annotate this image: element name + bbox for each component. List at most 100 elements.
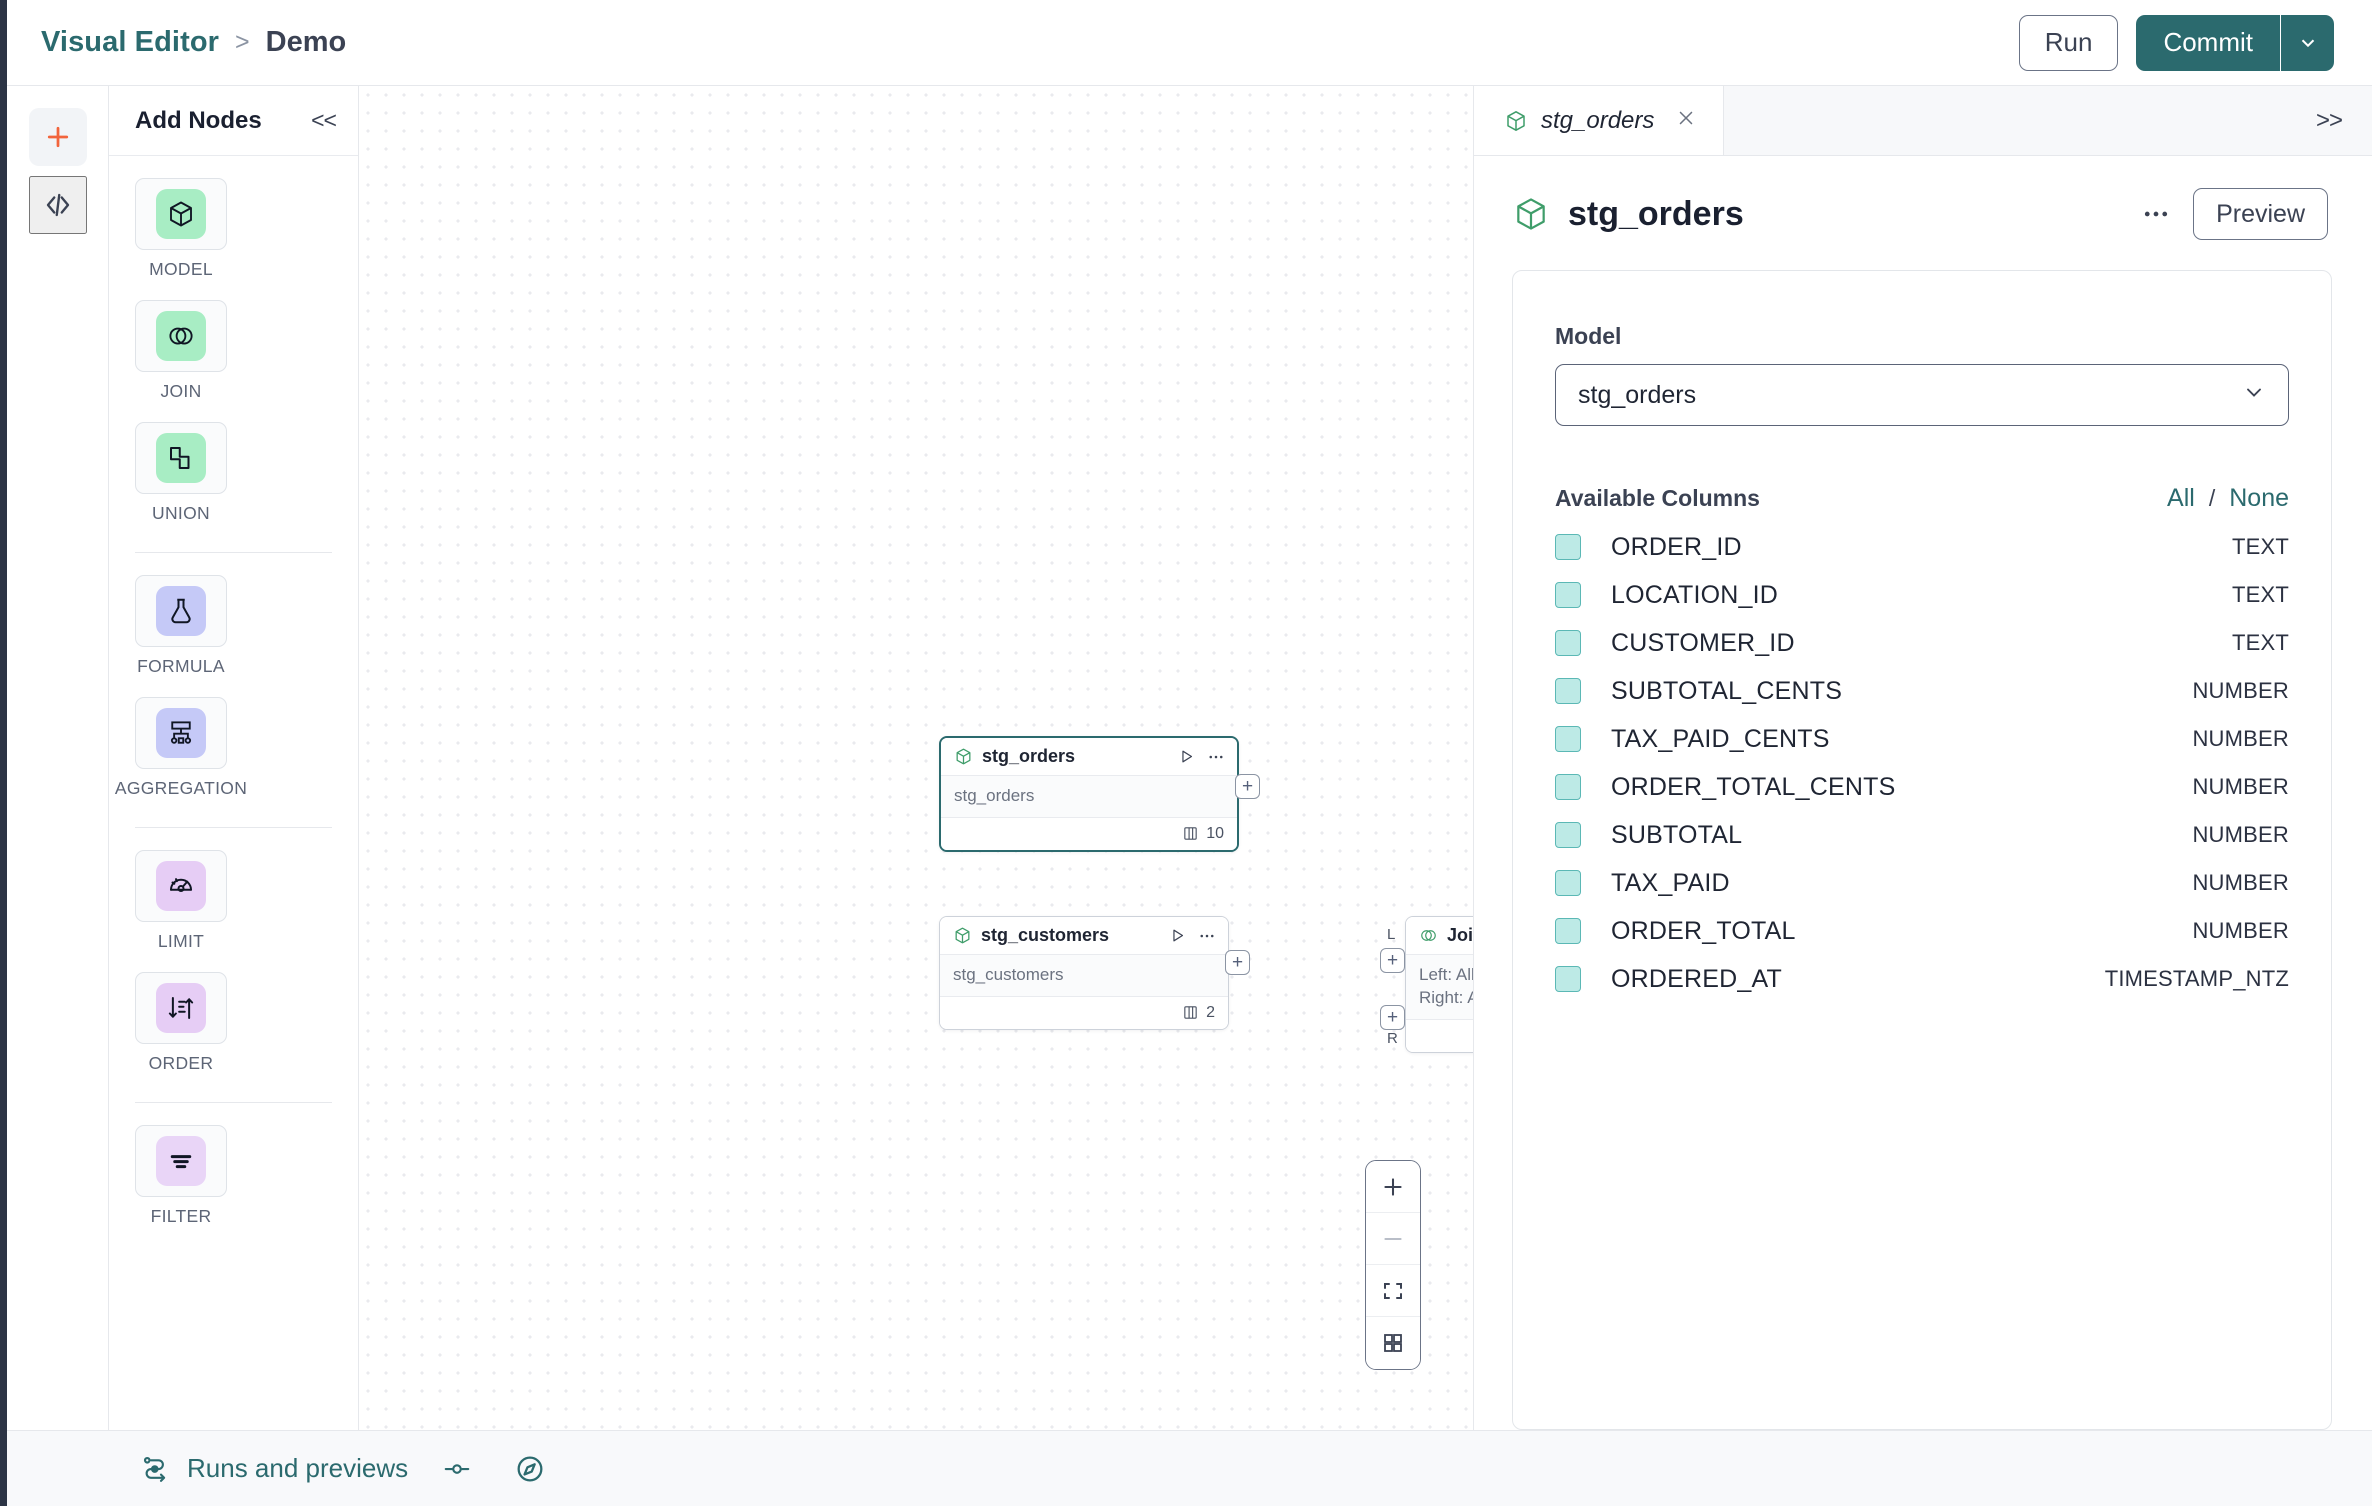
node-swatch bbox=[156, 1136, 206, 1186]
flow-node-actions bbox=[1169, 927, 1216, 945]
add-node-rail-button[interactable] bbox=[29, 108, 87, 166]
flow-handle-join-right-input[interactable]: + bbox=[1380, 1005, 1405, 1030]
compass-icon bbox=[514, 1453, 546, 1485]
model-select[interactable]: stg_orders bbox=[1555, 364, 2289, 426]
column-row[interactable]: TAX_PAID NUMBER bbox=[1555, 859, 2289, 907]
select-none-columns-link[interactable]: None bbox=[2229, 484, 2289, 513]
column-checkbox[interactable] bbox=[1555, 726, 1581, 752]
tabstrip-spacer bbox=[1724, 86, 2286, 155]
explore-compass-button[interactable] bbox=[506, 1453, 554, 1485]
runs-and-previews-button[interactable]: Runs and previews bbox=[141, 1453, 408, 1484]
flow-handle-join-left-input[interactable]: + bbox=[1380, 948, 1405, 973]
flow-node-body: Left: All columns Right: All columns bbox=[1406, 955, 1474, 1020]
ellipsis-icon[interactable] bbox=[1207, 748, 1225, 766]
column-type: TEXT bbox=[2232, 534, 2289, 560]
commit-button-group: Commit bbox=[2136, 15, 2334, 71]
top-bar-actions: Run Commit bbox=[2019, 15, 2334, 71]
node-palette-item-formula[interactable]: FORMULA bbox=[135, 575, 227, 677]
column-checkbox[interactable] bbox=[1555, 774, 1581, 800]
node-palette-item-model[interactable]: MODEL bbox=[135, 178, 227, 280]
flow-canvas[interactable]: stg_orders stg_orders 10 + stg_custome bbox=[359, 86, 1474, 1430]
column-checkbox[interactable] bbox=[1555, 918, 1581, 944]
column-checkbox[interactable] bbox=[1555, 870, 1581, 896]
column-row[interactable]: ORDER_ID TEXT bbox=[1555, 523, 2289, 571]
column-checkbox[interactable] bbox=[1555, 678, 1581, 704]
column-checkbox[interactable] bbox=[1555, 534, 1581, 560]
flow-node-header: Join 1 bbox=[1406, 917, 1474, 955]
column-row[interactable]: ORDER_TOTAL NUMBER bbox=[1555, 907, 2289, 955]
select-all-columns-link[interactable]: All bbox=[2167, 484, 2195, 513]
play-icon[interactable] bbox=[1178, 748, 1195, 765]
column-row[interactable]: ORDER_TOTAL_CENTS NUMBER bbox=[1555, 763, 2289, 811]
tab-label: stg_orders bbox=[1541, 107, 1654, 135]
node-palette-label: ORDER bbox=[149, 1053, 214, 1074]
ellipsis-icon bbox=[2141, 199, 2171, 229]
column-row[interactable]: SUBTOTAL NUMBER bbox=[1555, 811, 2289, 859]
column-row[interactable]: ORDERED_AT TIMESTAMP_NTZ bbox=[1555, 955, 2289, 1003]
commit-button[interactable]: Commit bbox=[2136, 15, 2280, 71]
column-row[interactable]: CUSTOMER_ID TEXT bbox=[1555, 619, 2289, 667]
flow-handle-orders-output[interactable]: + bbox=[1235, 774, 1260, 799]
column-type: TIMESTAMP_NTZ bbox=[2105, 966, 2289, 992]
select-separator: / bbox=[2209, 485, 2215, 512]
tab-stg-orders[interactable]: stg_orders bbox=[1474, 86, 1724, 155]
flow-node-title: Join 1 bbox=[1447, 925, 1474, 946]
node-palette-item-limit[interactable]: LIMIT bbox=[135, 850, 227, 952]
column-name: CUSTOMER_ID bbox=[1611, 629, 1795, 658]
node-tile bbox=[135, 575, 227, 647]
column-checkbox[interactable] bbox=[1555, 822, 1581, 848]
flow-node-join-1[interactable]: Join 1 Left: All columns Right: All colu… bbox=[1405, 916, 1474, 1053]
node-palette-item-filter[interactable]: FILTER bbox=[135, 1125, 227, 1227]
column-checkbox[interactable] bbox=[1555, 582, 1581, 608]
flow-node-actions bbox=[1178, 748, 1225, 766]
zoom-in-icon bbox=[1380, 1174, 1406, 1200]
zoom-out-button[interactable] bbox=[1366, 1213, 1420, 1265]
flow-node-footer: 12 bbox=[1406, 1020, 1474, 1052]
column-checkbox[interactable] bbox=[1555, 630, 1581, 656]
flow-node-footer: 2 bbox=[940, 997, 1228, 1029]
runs-toggle-button[interactable] bbox=[434, 1454, 480, 1484]
column-row[interactable]: TAX_PAID_CENTS NUMBER bbox=[1555, 715, 2289, 763]
minimap-toggle-button[interactable] bbox=[1366, 1317, 1420, 1369]
column-name: ORDER_TOTAL bbox=[1611, 917, 1796, 946]
inspector-card: Model stg_orders Available Columns All /… bbox=[1512, 270, 2332, 1430]
node-palette-item-aggregation[interactable]: AGGREGATION bbox=[135, 697, 227, 799]
fit-view-button[interactable] bbox=[1366, 1265, 1420, 1317]
flow-node-stg-orders[interactable]: stg_orders stg_orders 10 bbox=[939, 736, 1239, 852]
flow-node-stg-customers[interactable]: stg_customers stg_customers 2 bbox=[939, 916, 1229, 1030]
node-palette-item-join[interactable]: JOIN bbox=[135, 300, 227, 402]
flow-node-title: stg_customers bbox=[981, 925, 1109, 946]
node-palette-label: FILTER bbox=[151, 1206, 212, 1227]
flask-icon bbox=[166, 596, 196, 626]
column-row[interactable]: LOCATION_ID TEXT bbox=[1555, 571, 2289, 619]
play-icon[interactable] bbox=[1169, 927, 1186, 944]
collapse-panel-button[interactable]: << bbox=[311, 107, 336, 134]
inspector-menu-button[interactable] bbox=[2141, 199, 2171, 229]
node-tile bbox=[135, 850, 227, 922]
breadcrumb-separator-icon: > bbox=[235, 28, 250, 57]
flow-node-body-line-left: Left: All columns bbox=[1419, 964, 1474, 987]
inspector-header: stg_orders Preview bbox=[1474, 156, 2372, 260]
run-button[interactable]: Run bbox=[2019, 15, 2119, 71]
node-swatch bbox=[156, 861, 206, 911]
commit-dropdown-button[interactable] bbox=[2280, 15, 2334, 71]
breadcrumb-root-link[interactable]: Visual Editor bbox=[41, 26, 219, 59]
node-swatch bbox=[156, 311, 206, 361]
breadcrumb-current: Demo bbox=[266, 26, 347, 59]
node-palette-item-union[interactable]: UNION bbox=[135, 422, 227, 524]
flow-handle-customers-output[interactable]: + bbox=[1225, 950, 1250, 975]
zoom-in-button[interactable] bbox=[1366, 1161, 1420, 1213]
code-view-rail-button[interactable] bbox=[29, 176, 87, 234]
column-row[interactable]: SUBTOTAL_CENTS NUMBER bbox=[1555, 667, 2289, 715]
node-palette-item-order[interactable]: ORDER bbox=[135, 972, 227, 1074]
node-palette-label: MODEL bbox=[149, 259, 213, 280]
fit-view-icon bbox=[1381, 1279, 1405, 1303]
column-type: NUMBER bbox=[2192, 774, 2289, 800]
column-type: TEXT bbox=[2232, 582, 2289, 608]
column-checkbox[interactable] bbox=[1555, 966, 1581, 992]
tab-close-button[interactable] bbox=[1675, 107, 1697, 134]
ellipsis-icon[interactable] bbox=[1198, 927, 1216, 945]
expand-panel-button[interactable]: >> bbox=[2286, 86, 2372, 155]
preview-button[interactable]: Preview bbox=[2193, 188, 2328, 240]
